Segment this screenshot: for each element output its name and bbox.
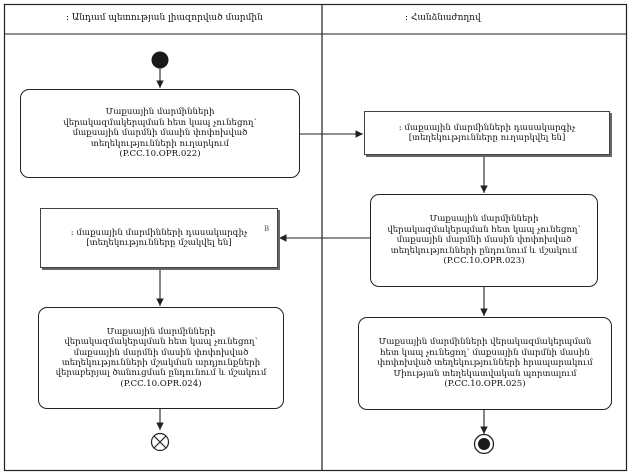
node-text-line: (P.CC.10.OPR.023) [443, 256, 525, 267]
node-text-line: Մաքսային մարմինների վերակազմակերպման [378, 337, 592, 348]
object-classifier-sent: : մաքսային մարմինների դասակարգիչ[տեղեկու… [364, 111, 610, 155]
node-text-line: մաքսային մարմնի մասին փոփոխված [396, 235, 572, 246]
node-text-line: [տեղեկությունները ուղարկվել են] [408, 133, 566, 143]
node-text-line: : մաքսային մարմինների դասակարգիչ [398, 122, 576, 133]
activity-final-node [473, 433, 495, 455]
object-tail-mark: B [264, 225, 270, 233]
node-text-line: վերակազմակերպման հետ կապ չունեցող՝ [64, 337, 258, 348]
node-text-line: տեղեկությունների մշակման արդյունքների [61, 358, 261, 368]
node-text-line: [տեղեկությունները մշակվել են] [86, 238, 232, 248]
node-text-line: վերաբերյալ ծանուցման ընդունում և մշակում [55, 368, 267, 379]
node-text-line: հետ կապ չունեցող՝ մաքսային մարմնի մասին [380, 347, 590, 358]
node-text-line: (P.CC.10.OPR.024) [120, 378, 202, 389]
node-text-line: (P.CC.10.OPR.025) [444, 379, 526, 390]
node-text-line: տեղեկությունների ուղարկում [90, 138, 230, 149]
node-text-line: Մաքսային մարմինների [106, 326, 216, 337]
object-classifier-processed: : մաքսային մարմինների դասակարգիչ[տեղեկու… [40, 208, 278, 268]
node-text-line: տեղեկությունների ընդունում և մշակում [390, 245, 578, 256]
node-text-line: (P.CC.10.OPR.022) [119, 149, 201, 160]
node-text-line: Մաքսային մարմինների [429, 214, 539, 225]
node-text-line: մաքսային մարմնի մասին փոփոխված [73, 347, 249, 358]
node-text-line: Միության տեղեկատվական պորտալում [393, 368, 577, 379]
node-text-line: վերակազմակերպման հետ կապ չունեցող՝ [387, 224, 581, 235]
node-text-line: : մաքսային մարմինների դասակարգիչ [70, 227, 248, 238]
node-text-line: վերակազմակերպման հետ կապ չունեցող՝ [63, 117, 257, 128]
lane-title-member-state: : Անդամ պետության լիազորված մարմին [66, 13, 263, 23]
node-text-line: փոփոխված տեղեկությունների հրապարակում [377, 358, 593, 369]
diagram-frame [3, 3, 628, 472]
node-text-line: մաքսային մարմնի մասին փոփոխված [72, 128, 248, 139]
initial-node [151, 51, 169, 69]
lane-title-commission: : Հանձնաժողով [405, 13, 481, 23]
flow-final-node [150, 432, 170, 452]
node-text-line: Մաքսային մարմինների [105, 107, 215, 118]
